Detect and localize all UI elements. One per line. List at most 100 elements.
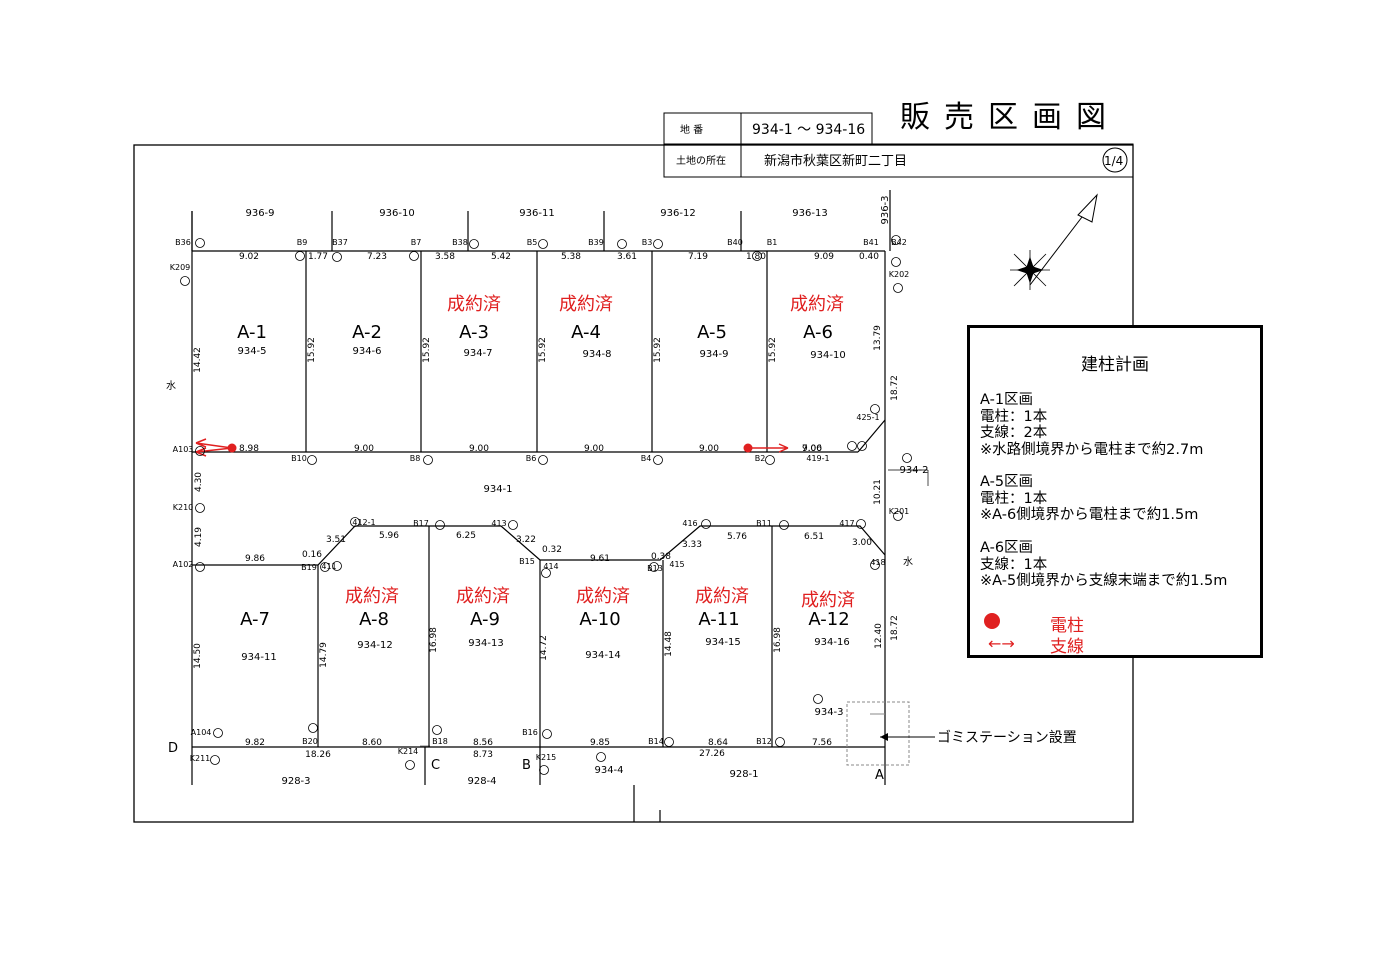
lot-a3: A-3 [459,322,489,343]
dimension-label: 3.22 [516,535,536,545]
pole-legend-icon [984,613,1000,629]
parcel-a1: 934-5 [237,346,266,357]
dimension-label: 18.26 [305,750,331,760]
survey-marker: A103 [173,445,194,454]
survey-marker: B39 [588,238,604,247]
survey-point-icon [210,755,220,765]
survey-point-icon [213,728,223,738]
corner-d: D [168,741,178,756]
dimension-label: 14.72 [539,635,549,661]
legend-line: ※A-6側境界から電柱まで約1.5m [980,507,1199,523]
survey-point-icon [432,725,442,735]
legend-block-a1: A-1区画 電柱：1本 支線：2本 ※水路側境界から電柱まで約2.7m [980,392,1203,458]
survey-point-icon [542,729,552,739]
survey-point-icon [813,694,823,704]
survey-point-icon [180,276,190,286]
survey-point-icon [653,239,663,249]
dimension-label: 10.21 [873,479,883,505]
neighbor: 928-1 [729,769,758,780]
dimension-label: 6.51 [804,532,824,542]
survey-marker: B38 [452,238,468,247]
sold-a8: 成約済 [345,586,399,607]
survey-point-icon [617,239,627,249]
location-value: 新潟市秋葉区新町二丁目 [764,153,907,169]
legend-block-a6: A-6区画 支線：1本 ※A-5側境界から支線末端まで約1.5m [980,540,1227,590]
survey-marker: A104 [191,728,212,737]
stay-legend-icon: ←→ [988,634,1015,653]
neighbor: 934-4 [594,765,623,776]
legend-line: ※A-5側境界から支線末端まで約1.5m [980,573,1228,589]
dimension-label: 9.00 [354,444,374,454]
survey-marker: B6 [526,454,537,463]
lot-a11: A-11 [698,609,739,630]
dimension-label: 15.92 [768,337,778,363]
dimension-label: 9.85 [590,738,610,748]
water-right: 水 [903,556,913,568]
survey-point-icon [902,453,912,463]
dimension-label: 16.98 [429,627,439,653]
survey-marker: 412-1 [352,518,375,527]
info-table [663,112,1134,178]
neighbor: 936-11 [519,208,554,219]
survey-point-icon [664,737,674,747]
survey-marker: B16 [522,728,538,737]
lot-value: 934-1 ～ 934-16 [752,122,865,138]
pole-legend-label: 電柱 [1050,616,1084,636]
legend-box: 建柱計画 A-1区画 電柱：1本 支線：2本 ※水路側境界から電柱まで約2.7m… [967,325,1263,658]
survey-marker: 419-1 [806,454,829,463]
survey-point-icon [423,455,433,465]
survey-point-icon [893,283,903,293]
survey-point-icon [893,511,903,521]
pole-markers [195,438,789,457]
corner-b: B [522,758,531,773]
dimension-label: 3.58 [435,252,455,262]
survey-marker: B40 [727,238,743,247]
survey-marker: B1 [767,238,778,247]
right-parcel: 934-2 [899,465,928,476]
dimension-label: 3.51 [326,535,346,545]
legend-title: 建柱計画 [1081,355,1149,375]
survey-point-icon [350,517,360,527]
survey-point-icon [653,455,663,465]
survey-marker: K214 [398,747,419,756]
parcel-a7: 934-11 [241,652,276,663]
survey-point-icon [701,519,711,529]
dimension-label: 5.76 [727,532,747,542]
parcel-lines [191,190,891,822]
dimension-label: 15.92 [422,337,432,363]
survey-marker: B7 [411,238,422,247]
parcel-a12: 934-16 [814,637,849,648]
lot-a1: A-1 [237,322,267,343]
sold-a9: 成約済 [456,586,510,607]
survey-marker: B19 [301,563,317,572]
survey-point-icon [775,737,785,747]
parcel-a8: 934-12 [357,640,392,651]
survey-marker: B5 [527,238,538,247]
survey-marker: B9 [297,238,308,247]
legend-line: 電柱：1本 [980,408,1048,425]
survey-point-icon [891,235,901,245]
parcel-a9: 934-13 [468,638,503,649]
survey-marker: A102 [173,560,194,569]
legend-line: 支線：2本 [980,425,1048,441]
survey-point-icon [779,520,789,530]
survey-point-icon [752,251,762,261]
survey-marker: K209 [170,263,191,272]
station-label: ゴミステーション設置 [937,730,1077,746]
survey-point-icon [195,503,205,513]
parcel-a5: 934-9 [699,349,728,360]
survey-point-icon [469,239,479,249]
legend-line: A-1区画 [980,392,1034,408]
survey-marker: B4 [641,454,652,463]
survey-marker: 418 [870,558,885,567]
dimension-label: 8.98 [239,444,259,454]
dimension-label: 13.79 [873,325,883,351]
dimension-label: 0.40 [859,252,879,262]
dimension-label: 18.72 [890,375,900,401]
survey-point-icon [870,560,880,570]
survey-point-icon [295,251,305,261]
parcel-a2: 934-6 [352,346,381,357]
dimension-label: 8.56 [473,738,493,748]
survey-point-icon [195,238,205,248]
survey-point-icon [508,520,518,530]
